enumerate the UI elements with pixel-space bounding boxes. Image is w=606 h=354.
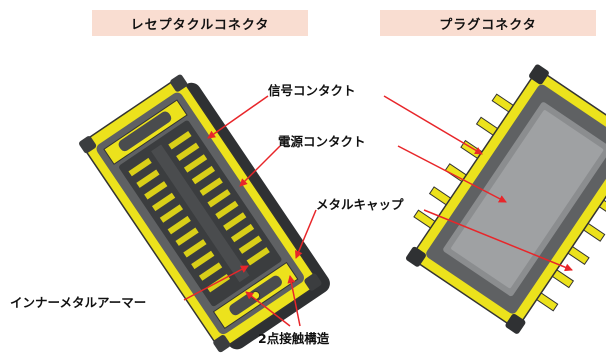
plug-connector xyxy=(406,64,606,334)
power-contact-label: 電源コンタクト xyxy=(278,134,366,149)
receptacle-center-rib xyxy=(151,144,250,283)
metal-cap-label: メタルキャップ xyxy=(316,197,404,212)
receptacle-connector-title: レセプタクルコネクタ xyxy=(130,17,270,33)
arrow-two-point-a xyxy=(245,291,291,327)
leader-arrows xyxy=(183,95,573,327)
receptacle-contacts-right xyxy=(168,131,270,266)
arrow-metal-cap-receptacle xyxy=(295,209,317,259)
plug-corner xyxy=(505,313,526,334)
arrow-two-point-b xyxy=(287,275,301,327)
plug-corner xyxy=(529,64,549,85)
receptacle-corner xyxy=(170,74,188,92)
two-point-contact-label: 2点接触構造 xyxy=(258,331,330,346)
arrow-power-plug xyxy=(397,145,507,203)
plug-corner xyxy=(406,246,426,267)
plug-cavity-floor xyxy=(451,110,604,289)
arrow-metal-cap-plug xyxy=(423,209,573,272)
arrow-signal-plug xyxy=(383,95,483,155)
signal-contact-label: 信号コンタクト xyxy=(268,83,356,98)
inner-metal-armor-label: インナーメタルアーマー xyxy=(10,295,147,310)
plug-connector-header: プラグコネクタ xyxy=(380,10,596,36)
arrow-power-receptacle xyxy=(239,145,281,187)
arrow-signal-receptacle xyxy=(207,95,269,139)
receptacle-corner xyxy=(79,136,97,154)
receptacle-top-slot xyxy=(118,111,172,152)
receptacle-contacts-left xyxy=(128,157,231,293)
receptacle-connector xyxy=(79,74,330,353)
receptacle-connector-header: レセプタクルコネクタ xyxy=(92,10,308,36)
receptacle-corner xyxy=(213,335,231,353)
arrow-inner-metal-armor xyxy=(183,265,249,301)
receptacle-corner xyxy=(304,273,322,291)
plug-connector-title: プラグコネクタ xyxy=(439,17,537,33)
